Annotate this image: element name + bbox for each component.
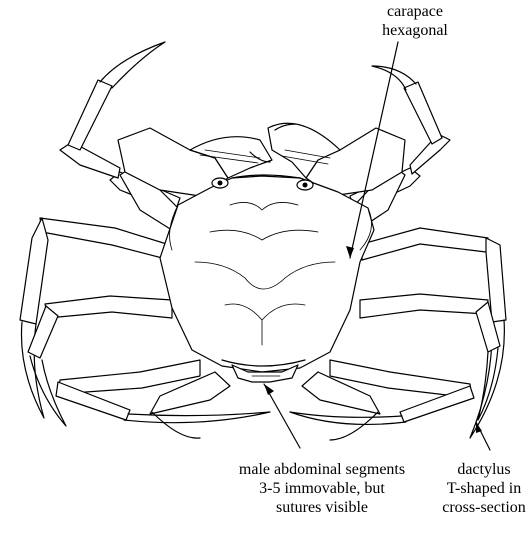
abdomen-label-line-3: sutures visible <box>210 498 434 517</box>
dactylus-label-line-1: dactylus <box>434 460 531 479</box>
carapace-label: carapace hexagonal <box>330 2 500 40</box>
abdomen-label-line-1: male abdominal segments <box>210 460 434 479</box>
carapace-label-line-2: hexagonal <box>330 21 500 40</box>
carapace <box>160 175 374 372</box>
abdomen-arrowhead <box>264 384 274 395</box>
carapace-label-line-1: carapace <box>330 2 500 21</box>
abdomen-label: male abdominal segments 3-5 immovable, b… <box>210 460 434 517</box>
abdomen-label-line-2: 3-5 immovable, but <box>210 479 434 498</box>
dactylus-label: dactylus T-shaped in cross-section <box>434 460 531 517</box>
dactylus-label-line-3: cross-section <box>434 498 531 517</box>
dactylus-label-line-2: T-shaped in <box>434 479 531 498</box>
